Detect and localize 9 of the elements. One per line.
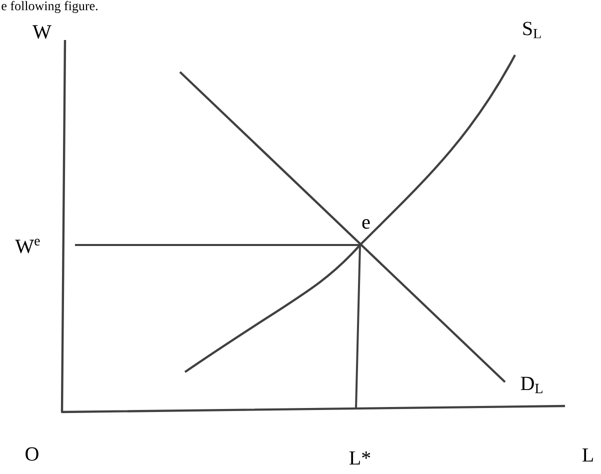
caption-text: e following figure.	[2, 1, 98, 13]
origin-label: O	[26, 447, 38, 461]
axis-value-label: W$^{e}$	[15, 238, 40, 254]
axis-label: L	[582, 448, 593, 462]
axis-label: W	[32, 25, 52, 39]
curve-label: S$_{L}$	[523, 22, 541, 38]
axis-value-label: L*	[349, 451, 370, 465]
point-label: e	[362, 219, 370, 229]
curve-label: D$_{L}$	[520, 376, 542, 394]
